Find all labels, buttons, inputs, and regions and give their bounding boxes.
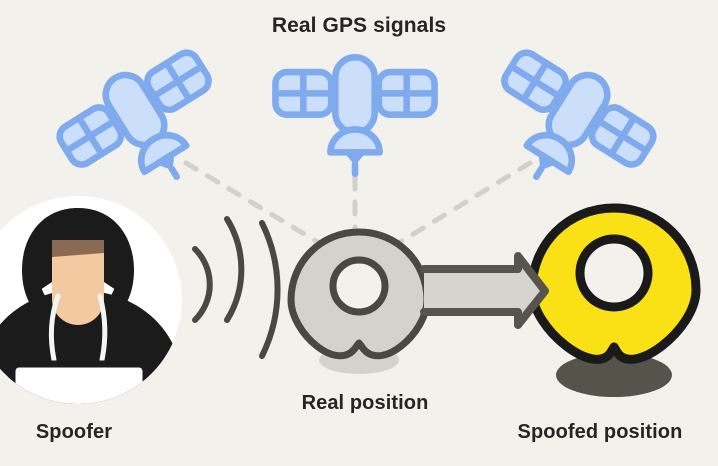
spoofed-position-label: Spoofed position [517, 421, 683, 443]
spoofer-label: Spoofer [35, 421, 113, 443]
hoodie-drawstring-left [48, 293, 61, 363]
real-position-pin [287, 228, 431, 360]
spoof-waves [192, 216, 281, 359]
wave-arc-1 [192, 246, 213, 323]
hoodie-hood-inner [34, 212, 122, 290]
spoofer-face [52, 237, 104, 325]
real-position-label: Real position [301, 392, 429, 414]
spoofed-position-pin [527, 203, 701, 364]
spoof-arrow [420, 252, 549, 329]
page-title: Real GPS signals [271, 14, 447, 37]
wave-arc-3 [259, 220, 281, 359]
laptop-base [14, 448, 144, 464]
laptop-screen [8, 360, 150, 404]
dashed-path-left [183, 160, 329, 250]
hoodie-drawstring-right [97, 293, 108, 363]
wave-arc-2 [224, 216, 245, 323]
hoodie-hood [22, 208, 134, 316]
spoofed-position-shadow [556, 353, 672, 397]
dashed-path-right [389, 160, 533, 250]
